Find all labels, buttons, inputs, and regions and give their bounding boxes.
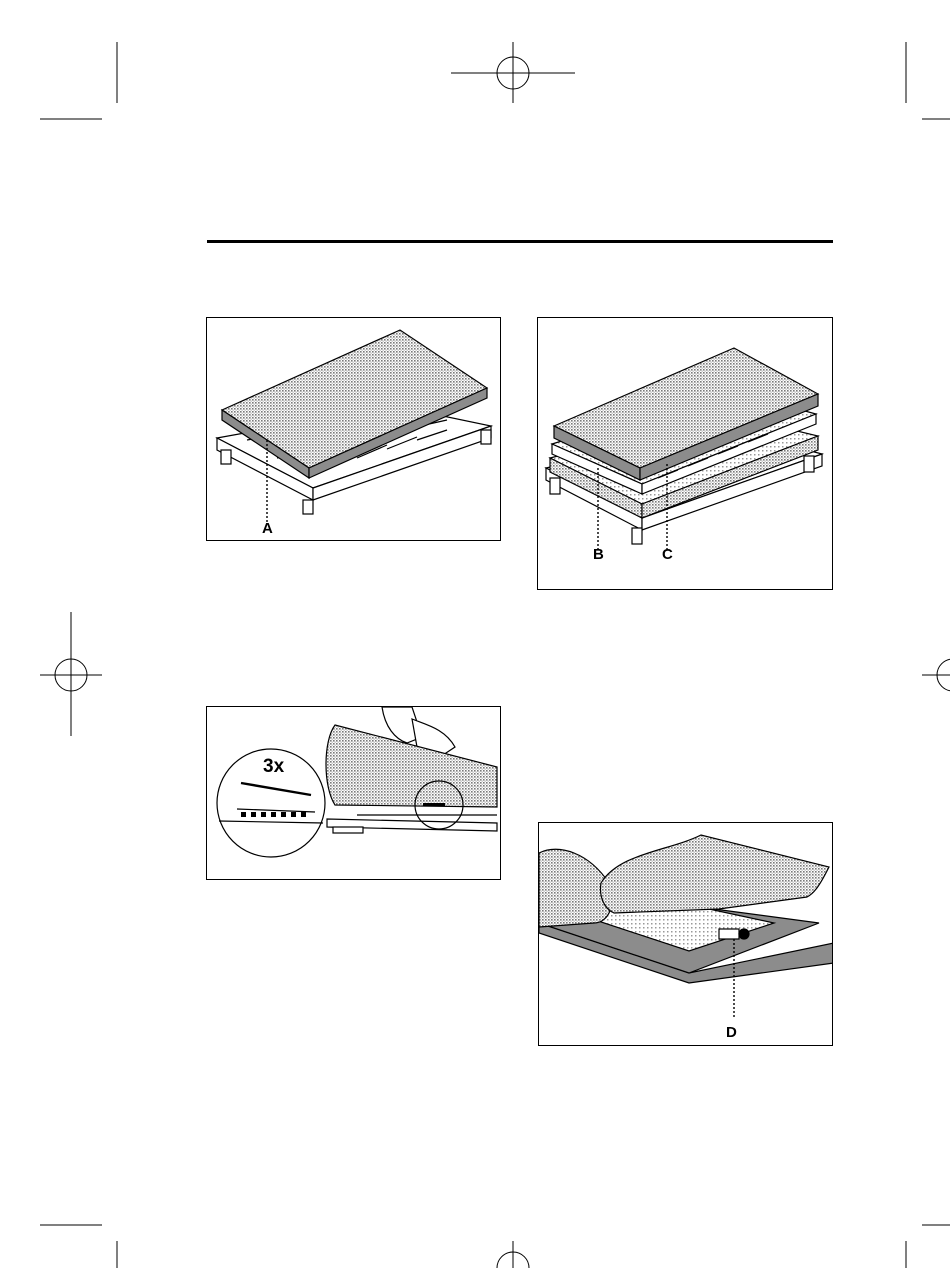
- stacked-layers-illustration: [538, 318, 833, 590]
- callout-label-a: A: [262, 521, 273, 537]
- figure-mattress-topper: A: [206, 317, 501, 541]
- press-detail-illustration: [207, 707, 501, 880]
- connector-illustration: [539, 823, 833, 1046]
- figure-connector: D: [538, 822, 833, 1046]
- callout-label-b: B: [593, 547, 604, 563]
- callout-label-d: D: [726, 1025, 737, 1041]
- mattress-topper-illustration: [207, 318, 501, 541]
- callout-label-c: C: [662, 547, 673, 563]
- figure-press-detail: 3x: [206, 706, 501, 880]
- magnification-label: 3x: [263, 757, 284, 777]
- figure-stacked-layers: B C: [537, 317, 833, 590]
- header-rule: [207, 240, 833, 243]
